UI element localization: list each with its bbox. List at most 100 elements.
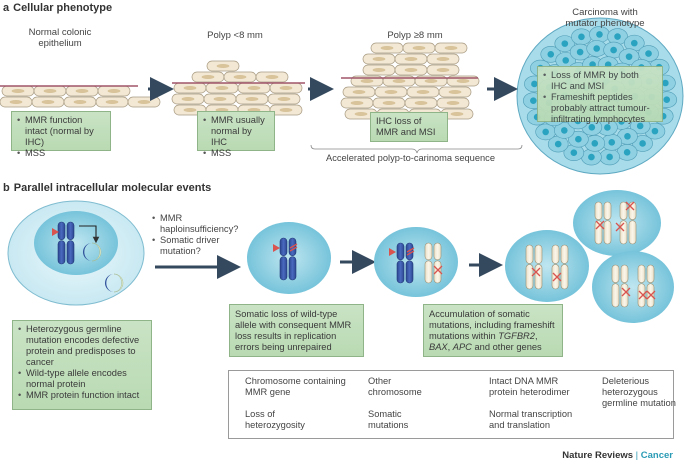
legend: Chromosome containing MMR gene Other chr… bbox=[228, 370, 676, 439]
accumulation-nucleus-1 bbox=[505, 230, 589, 302]
mmr-chromosome-icon bbox=[66, 240, 75, 265]
cell-nucleus bbox=[448, 90, 462, 94]
deleterious-mutation-icon bbox=[273, 244, 280, 252]
other-chromosome-icon bbox=[594, 201, 603, 220]
accelerated-sequence-label: Accelerated polyp-to-carinoma sequence bbox=[326, 153, 495, 163]
cell-nucleus bbox=[372, 57, 386, 61]
cell-nucleus bbox=[73, 100, 87, 104]
question-driver-mutation: Somatic driver mutation? bbox=[152, 235, 252, 257]
other-chromosome-icon bbox=[611, 283, 620, 308]
cell-nucleus bbox=[279, 86, 293, 90]
tumour-cell-nucleus bbox=[593, 45, 600, 52]
somatic-mutation-icon bbox=[595, 220, 605, 230]
accelerated-sequence-bracket bbox=[310, 144, 523, 154]
tumour-cell-nucleus bbox=[547, 51, 555, 58]
loss-of-heterozygosity-icon bbox=[289, 243, 298, 252]
other-chromosome-icon bbox=[433, 260, 442, 284]
mmr-chromosome-icon bbox=[57, 221, 66, 240]
tumour-cell-nucleus bbox=[651, 127, 659, 135]
other-chromosome-icon bbox=[424, 242, 433, 261]
other-chromosome-icon bbox=[594, 220, 603, 245]
normal-epithelium-graphic bbox=[0, 85, 161, 108]
cell-nucleus bbox=[233, 75, 247, 79]
deleterious-mutation-icon bbox=[52, 228, 59, 236]
cell-nucleus bbox=[424, 79, 438, 83]
note-box-large-polyp: IHC loss of MMR and MSI bbox=[370, 112, 448, 142]
legend-other-chromosome: Other chromosome bbox=[368, 376, 422, 397]
germline-cell-nucleus bbox=[34, 211, 118, 275]
other-chromosome-icon bbox=[525, 244, 534, 264]
stage-label-large-polyp: Polyp ≥8 mm bbox=[387, 30, 443, 41]
cell-nucleus bbox=[392, 79, 406, 83]
note-box-normal: MMR function intact (normal by IHC) MSS bbox=[11, 111, 111, 159]
stage-label-small-polyp: Polyp <8 mm bbox=[207, 30, 263, 41]
somatic-mutation-icon bbox=[646, 290, 656, 300]
large-polyp-graphic bbox=[340, 42, 480, 120]
mmr-protein-subunit-blue bbox=[105, 274, 114, 293]
tumour-cell-nucleus bbox=[560, 127, 568, 134]
cell-nucleus bbox=[215, 86, 229, 90]
cell-nucleus bbox=[277, 97, 291, 101]
other-chromosome-icon bbox=[560, 244, 569, 264]
germline-note-3: MMR protein function intact bbox=[18, 390, 146, 401]
somatic-mutation-icon bbox=[433, 265, 443, 275]
stage-label-normal: Normal colonic epithelium bbox=[28, 27, 92, 49]
cell-nucleus bbox=[384, 90, 398, 94]
cell-nucleus bbox=[265, 75, 279, 79]
cell-nucleus bbox=[444, 46, 458, 50]
deleterious-mutation-icon bbox=[389, 248, 396, 256]
cell-nucleus bbox=[416, 90, 430, 94]
note-box-small-polyp: MMR usually normal by IHC MSS bbox=[197, 111, 275, 159]
tumour-cell-nucleus bbox=[554, 140, 562, 148]
gene-tgfbr2: TGFBR2 bbox=[498, 331, 535, 341]
tumour-cell-nucleus bbox=[596, 31, 603, 38]
somatic-mutation-icon bbox=[531, 267, 541, 277]
mmr-protein-subunit-blue bbox=[83, 243, 92, 261]
somatic-mutation-icon bbox=[638, 290, 648, 300]
tumour-cell-nucleus bbox=[576, 48, 584, 56]
mmr-chromosome-icon bbox=[288, 256, 297, 281]
accumulation-note-box: Accumulation of somatic mutations, inclu… bbox=[423, 304, 563, 357]
tumour-cell-nucleus bbox=[631, 39, 638, 47]
cell-nucleus bbox=[105, 100, 119, 104]
cell-nucleus bbox=[404, 57, 418, 61]
accumulation-nucleus-3 bbox=[592, 251, 674, 323]
cell-nucleus bbox=[404, 68, 418, 72]
cell-nucleus bbox=[201, 75, 215, 79]
legend-loh: Loss of heterozygosity bbox=[245, 409, 305, 430]
mmr-chromosome-icon bbox=[396, 242, 405, 261]
mmr-chromosome-icon bbox=[279, 237, 288, 256]
cell-nucleus bbox=[247, 86, 261, 90]
cell-nucleus bbox=[245, 97, 259, 101]
other-chromosome-icon bbox=[551, 244, 560, 264]
legend-mmr-chromosome: Chromosome containing MMR gene bbox=[245, 376, 346, 397]
germline-note-1: Heterozygous germline mutation encodes d… bbox=[18, 324, 146, 368]
cell-nucleus bbox=[382, 101, 396, 105]
tumour-cell-nucleus bbox=[608, 139, 616, 146]
tumour-cell-nucleus bbox=[578, 33, 585, 41]
other-chromosome-icon bbox=[637, 264, 646, 283]
cell-nucleus bbox=[181, 97, 195, 101]
tumour-cell-nucleus bbox=[614, 33, 621, 40]
somatic-mutation-icon bbox=[621, 287, 631, 297]
cell-nucleus bbox=[216, 64, 230, 68]
somatic-mutation-icon bbox=[625, 201, 635, 211]
cell-nucleus bbox=[352, 90, 366, 94]
tumour-cell-nucleus bbox=[604, 124, 611, 131]
somatic-loss-note-box: Somatic loss of wild-type allele with co… bbox=[229, 304, 364, 357]
somatic-loss-nucleus-2 bbox=[374, 227, 458, 297]
other-chromosome-icon bbox=[603, 201, 612, 220]
tumour-cell-nucleus bbox=[606, 153, 613, 161]
other-chromosome-icon bbox=[560, 264, 569, 290]
legend-heterodimer: Intact DNA MMR protein heterodimer bbox=[489, 376, 570, 397]
note-carcinoma-1: Loss of MMR by both IHC and MSI bbox=[543, 70, 657, 92]
mmr-chromosome-icon bbox=[396, 260, 405, 284]
mmr-protein-subunit-green bbox=[113, 273, 124, 293]
loss-of-heterozygosity-icon bbox=[406, 247, 415, 256]
tumour-cell-nucleus bbox=[570, 149, 578, 156]
other-chromosome-icon bbox=[620, 264, 629, 283]
other-chromosome-icon bbox=[433, 242, 442, 261]
other-chromosome-icon bbox=[603, 220, 612, 245]
